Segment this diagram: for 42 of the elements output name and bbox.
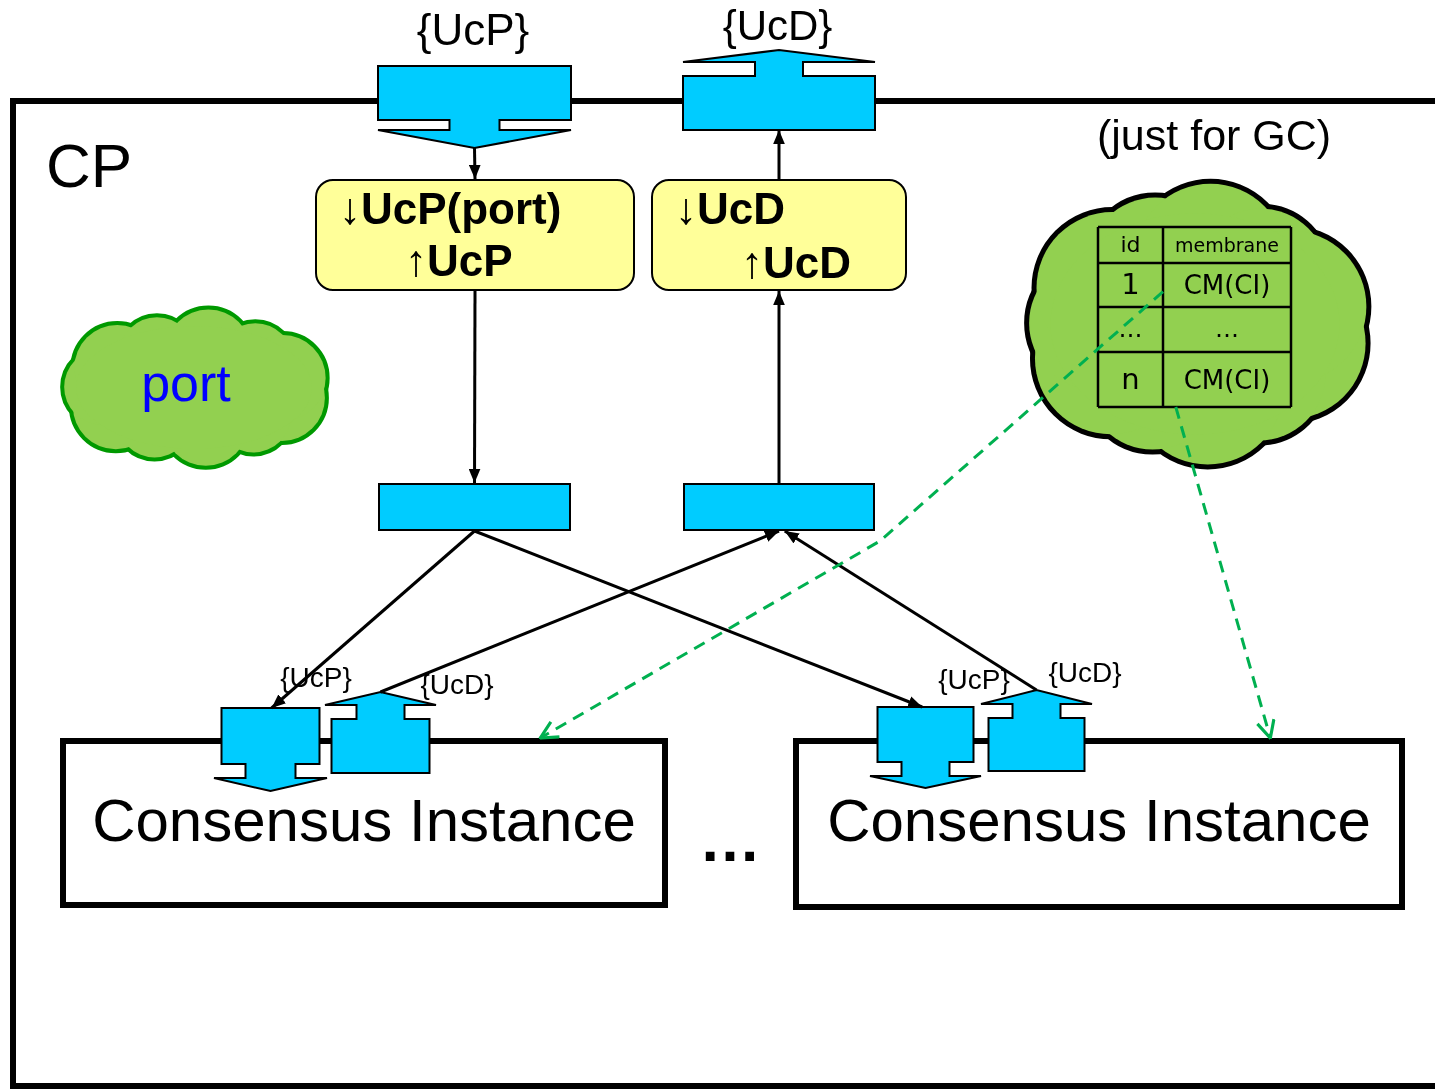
table-value: … bbox=[1214, 314, 1240, 346]
process-box bbox=[651, 179, 907, 291]
dashed-arrow bbox=[1174, 406, 1276, 740]
port-symbol bbox=[214, 708, 327, 791]
table-header: membrane bbox=[1174, 232, 1280, 258]
cloud-heading: (just for GC) bbox=[1097, 112, 1332, 160]
port-label: {UcD} bbox=[1047, 655, 1123, 690]
port-label: {UcD} bbox=[721, 0, 834, 51]
table-value: n bbox=[1120, 360, 1141, 398]
port-symbol bbox=[870, 707, 981, 788]
process-label: ↑UcP bbox=[405, 237, 513, 286]
table-header: id bbox=[1119, 230, 1142, 259]
dashed-arrow bbox=[538, 290, 1164, 740]
cloud-label: port bbox=[140, 355, 232, 413]
process-label: ↓UcD bbox=[675, 185, 786, 234]
process-box bbox=[315, 179, 635, 291]
port-symbol bbox=[378, 66, 571, 148]
arrow bbox=[468, 147, 481, 180]
table-value: CM(CI) bbox=[1163, 263, 1291, 307]
process-label: ↓UcP(port) bbox=[339, 185, 562, 234]
container-frame bbox=[10, 98, 1435, 1089]
instance-title: Consensus Instance bbox=[826, 788, 1372, 854]
table-value: CM(CI) bbox=[1163, 352, 1291, 407]
arrow bbox=[379, 529, 780, 694]
port-label: {UcP} bbox=[415, 4, 531, 56]
arrow bbox=[783, 529, 1038, 692]
process-label: ↑UcD bbox=[741, 239, 852, 288]
port-bar bbox=[683, 483, 875, 531]
port-label: {UcD} bbox=[419, 667, 495, 702]
table-value: 1 bbox=[1120, 266, 1141, 304]
arrow bbox=[773, 291, 785, 483]
arrow bbox=[468, 291, 481, 483]
ellipsis: … bbox=[698, 805, 762, 875]
port-bar bbox=[378, 483, 571, 531]
table-value: … bbox=[1117, 314, 1144, 346]
frame-title: CP bbox=[46, 132, 133, 201]
port-label: {UcP} bbox=[937, 662, 1011, 697]
arrow bbox=[473, 529, 923, 709]
instance-title: Consensus Instance bbox=[91, 788, 637, 854]
port-symbol bbox=[683, 50, 875, 130]
arrow bbox=[773, 130, 785, 179]
arrow bbox=[270, 529, 476, 710]
